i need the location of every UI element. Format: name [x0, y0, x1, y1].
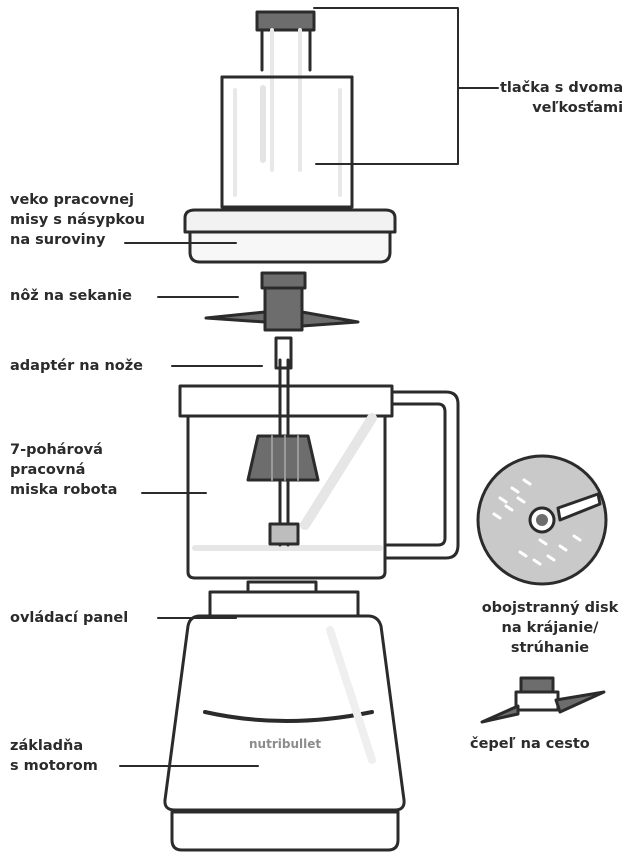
lid-illustration — [183, 208, 397, 264]
bowl-illustration — [178, 358, 460, 580]
label-bowl: 7-pohárová pracovná miska robota — [10, 442, 118, 498]
chopping-blade-illustration — [204, 271, 360, 332]
label-blade-adapter: adaptér na nože — [10, 358, 144, 374]
brand-logo-text: nutribullet — [249, 737, 322, 751]
disc-illustration — [476, 454, 608, 586]
label-reversible-disc: obojstranný disk na krájanie/ strúhanie — [481, 600, 619, 656]
label-pusher: tlačka s dvoma veľkosťami — [500, 80, 624, 116]
dough-blade-illustration — [480, 676, 606, 724]
label-control-panel: ovládací panel — [10, 610, 129, 626]
label-chopping-blade: nôž na sekanie — [10, 288, 132, 304]
pusher-illustration — [220, 10, 354, 209]
base-illustration — [163, 580, 406, 852]
label-lid: veko pracovnej misy s násypkou na surovi… — [10, 192, 145, 248]
pusher-leader-line — [313, 7, 459, 165]
label-motor-base: základňa s motorom — [10, 738, 98, 774]
leader-lines — [119, 7, 499, 767]
label-dough-blade: čepeľ na cesto — [470, 736, 590, 752]
